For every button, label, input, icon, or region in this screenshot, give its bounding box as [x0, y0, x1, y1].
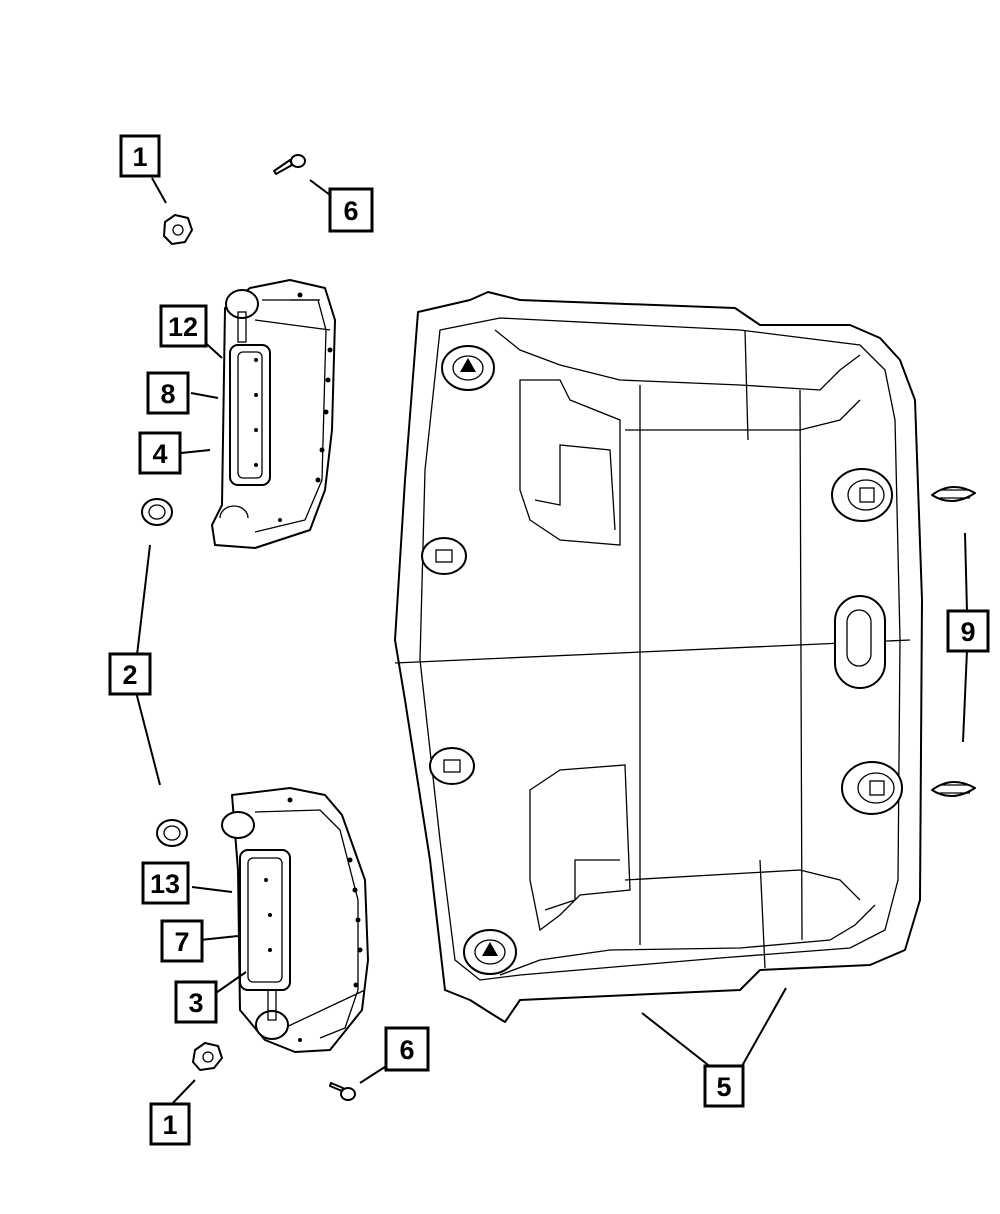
mounting-clip-lower	[192, 1042, 223, 1071]
callout-13: 13	[141, 861, 190, 905]
headliner-socket-mid-lower	[429, 747, 475, 785]
retainer-clip-upper	[931, 486, 976, 502]
callout-8-label: 8	[160, 379, 175, 409]
callout-7-label: 7	[174, 927, 189, 957]
retainer-clip-lower	[931, 781, 976, 797]
callout-5-label: 5	[716, 1072, 731, 1102]
callout-6-top: 6	[328, 187, 374, 233]
headliner-socket-rear-left	[463, 929, 517, 975]
callout-3-label: 3	[188, 988, 203, 1018]
dome-lamp-opening	[834, 595, 886, 689]
callout-3: 3	[174, 980, 218, 1024]
callout-2: 2	[108, 652, 152, 696]
callout-9-label: 9	[960, 617, 975, 647]
leader-lines	[135, 177, 968, 1107]
headliner-socket-right-lower	[841, 761, 903, 815]
callout-12: 12	[159, 304, 208, 348]
callout-1-top: 1	[119, 134, 161, 178]
callout-2-label: 2	[122, 660, 137, 690]
screw-lower	[329, 1082, 356, 1101]
callout-6-top-label: 6	[343, 196, 358, 226]
visor-clip-upper	[141, 498, 173, 526]
headliner-panel	[394, 291, 923, 1023]
headliner-socket-right-upper	[831, 468, 893, 522]
callout-13-label: 13	[150, 869, 180, 899]
callout-6-bottom-label: 6	[399, 1035, 414, 1065]
visor-clip-lower	[156, 819, 188, 847]
callout-1-bottom: 1	[149, 1102, 191, 1146]
callout-9: 9	[946, 609, 990, 653]
mounting-clip-upper	[163, 214, 193, 245]
headliner-socket-mid-upper	[421, 537, 467, 575]
callout-1-top-label: 1	[132, 142, 147, 172]
headliner-socket-front-left	[441, 345, 495, 391]
callout-1-bottom-label: 1	[162, 1110, 177, 1140]
callout-8: 8	[146, 371, 190, 415]
callout-4: 4	[138, 431, 182, 475]
screw-upper	[273, 154, 306, 175]
sun-visor-lower	[221, 787, 369, 1053]
callout-12-label: 12	[168, 312, 198, 342]
callout-7: 7	[160, 919, 204, 963]
callout-4-label: 4	[152, 439, 167, 469]
sun-visor-upper	[211, 279, 336, 549]
callout-5: 5	[703, 1064, 745, 1108]
callout-6-bottom: 6	[384, 1026, 430, 1072]
